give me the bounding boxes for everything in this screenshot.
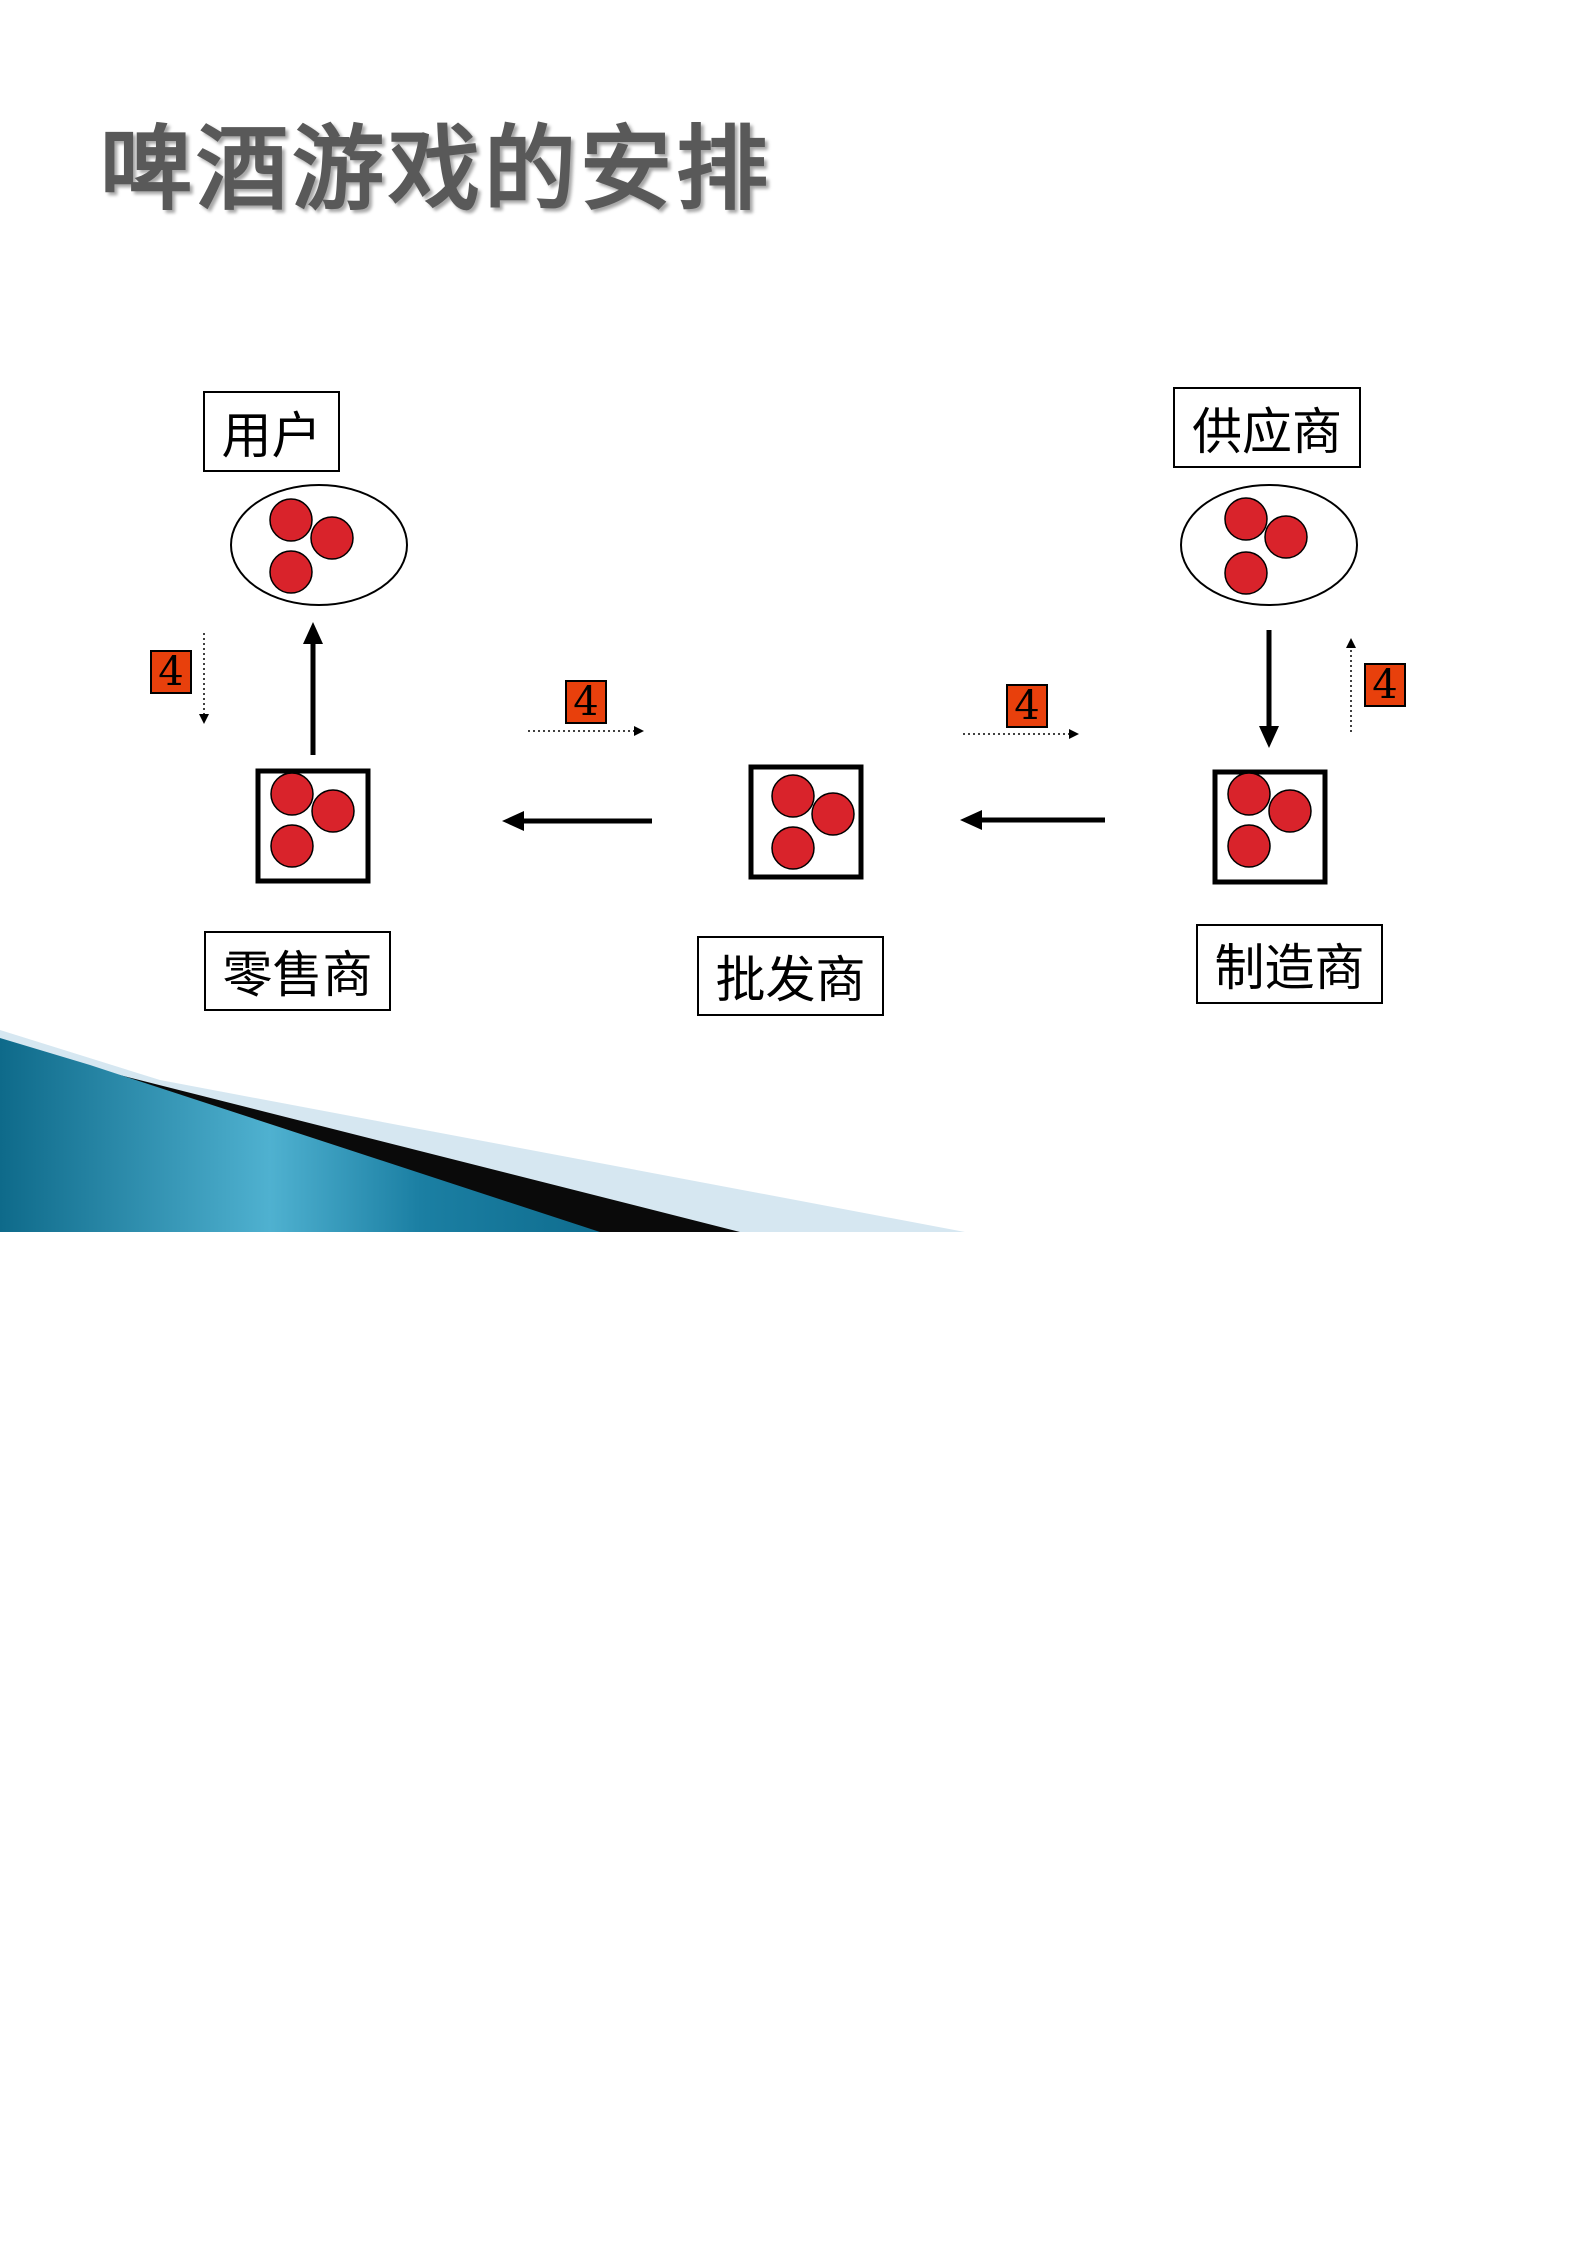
beer-token <box>1227 772 1271 816</box>
wholesaler-stock <box>748 764 864 880</box>
supplier-stock <box>1180 484 1358 606</box>
beer-token <box>1224 497 1268 541</box>
beer-token <box>269 550 313 594</box>
beer-token <box>270 824 314 868</box>
order-badge: 4 <box>1364 663 1406 707</box>
beer-token <box>1268 789 1312 833</box>
beer-token <box>1224 551 1268 595</box>
decorative-ribbon <box>0 1030 965 1232</box>
order-badge: 4 <box>565 680 607 724</box>
beer-token <box>771 774 815 818</box>
customer-label: 用户 <box>203 391 340 472</box>
beer-token <box>811 792 855 836</box>
beer-token <box>771 826 815 870</box>
order-badge: 4 <box>1006 684 1048 728</box>
beer-token <box>1264 515 1308 559</box>
beer-game-diagram <box>199 484 1358 885</box>
retailer-label: 零售商 <box>204 931 391 1011</box>
retailer-stock <box>255 768 371 884</box>
supplier-label: 供应商 <box>1173 387 1361 468</box>
customer-stock <box>230 484 408 606</box>
beer-token <box>1227 824 1271 868</box>
slide-title: 啤酒游戏的安排 <box>100 116 773 223</box>
beer-token <box>269 498 313 542</box>
beer-token <box>311 789 355 833</box>
beer-token <box>310 516 354 560</box>
wholesaler-label: 批发商 <box>697 936 884 1016</box>
beer-token <box>270 772 314 816</box>
order-badge: 4 <box>150 650 192 694</box>
manufacturer-stock <box>1212 769 1328 885</box>
manufacturer-label: 制造商 <box>1196 924 1383 1004</box>
